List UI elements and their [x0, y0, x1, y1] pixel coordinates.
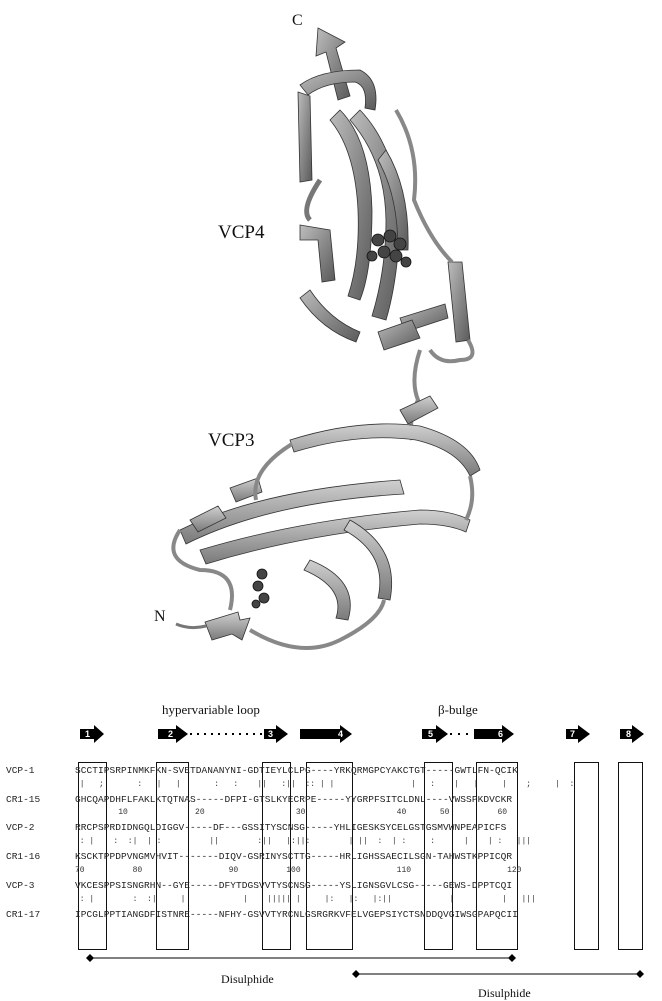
protein-ribbon-structure — [0, 0, 662, 690]
sequence-name: VCP-1 — [6, 765, 35, 776]
disulphide-connectors — [0, 950, 662, 980]
sequence-name: CR1-16 — [6, 851, 40, 862]
c-terminus-label: C — [292, 12, 303, 30]
strand-arrow-4 — [300, 725, 352, 743]
strand-number: 5 — [428, 729, 433, 739]
strand-box-7 — [574, 762, 599, 950]
match-row: | ; : | | : : || :|| :: | | | : | | | ; … — [75, 780, 574, 789]
position-numbers-row: 70 80 90 100 110 120 — [75, 866, 521, 875]
disulphide-label-1: Disulphide — [221, 972, 274, 987]
sequence-row: KSCKTPPDPVNGMVHVIT-------DIQV-GSRINYSCTT… — [75, 851, 512, 862]
disulphide-ball-stick-vcp3 — [252, 569, 269, 608]
beta-bulge-label: β-bulge — [438, 702, 478, 718]
strand-number: 4 — [338, 729, 343, 739]
match-row: : | : :| | : || :|| |:||: | || : | : : |… — [75, 837, 531, 846]
vcp3-label: VCP3 — [208, 430, 254, 452]
strand-number: 1 — [85, 729, 90, 739]
position-numbers-row: 10 20 30 40 50 60 — [75, 808, 507, 817]
hypervariable-loop-label: hypervariable loop — [162, 702, 260, 718]
strand-number: 6 — [498, 729, 503, 739]
sequence-name: CR1-15 — [6, 794, 40, 805]
strand-number: 8 — [626, 729, 631, 739]
disulphide-label-2: Disulphide — [478, 986, 531, 1001]
sequence-name: VCP-2 — [6, 822, 35, 833]
strand-arrow-1 — [80, 725, 104, 743]
vcp4-label: VCP4 — [218, 222, 264, 244]
n-terminus-label: N — [154, 608, 166, 626]
sequence-row: RRCPSPRDIDNGQLDIGGV-----DF---GSSITYSCNSG… — [75, 822, 506, 833]
sequence-row: VKCESPPSISNGRHN--GYE-----DFYTDGSVVTYSCNS… — [75, 880, 512, 891]
match-row: : | : :| | | ||||| | |: |: |:|| | | ||| — [75, 895, 536, 904]
strand-number: 3 — [268, 729, 273, 739]
strand-number: 2 — [168, 729, 173, 739]
sequence-name: VCP-3 — [6, 880, 35, 891]
sequence-row: SCCTIPSRPINMKFKN-SVETDANANYNI-GDTIEYLCLP… — [75, 765, 518, 776]
sequence-row: IPCGLPPTIANGDFISTNRE-----NFHY-GSVVTYRCNL… — [75, 909, 518, 920]
sequence-row: GHCQAPDHFLFAKLKTQTNAS-----DFPI-GTSLKYECR… — [75, 794, 512, 805]
strand-arrow-6 — [474, 725, 514, 743]
strand-box-8 — [618, 762, 643, 950]
strand-arrow-5 — [422, 725, 448, 743]
strand-number: 7 — [570, 729, 575, 739]
vcp4-domain — [298, 28, 473, 361]
strand-arrow-8 — [620, 725, 644, 743]
secondary-structure-arrows — [0, 722, 662, 748]
sequence-name: CR1-17 — [6, 909, 40, 920]
